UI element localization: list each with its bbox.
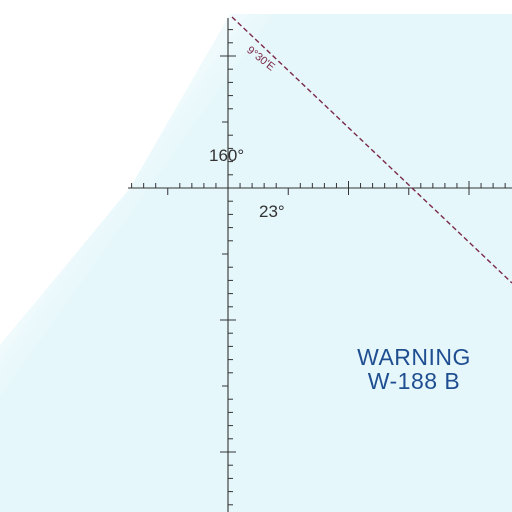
graticule-ticks	[131, 29, 506, 506]
warning-area-label: WARNING W-188 B	[332, 345, 496, 393]
latitude-label: 23°	[259, 202, 285, 221]
warning-area-id: W-188 B	[367, 368, 461, 394]
isogonic-line	[231, 16, 512, 284]
longitude-label: 160°	[209, 146, 245, 165]
warning-area-title: WARNING	[357, 344, 471, 370]
warning-area-shading	[0, 14, 512, 512]
